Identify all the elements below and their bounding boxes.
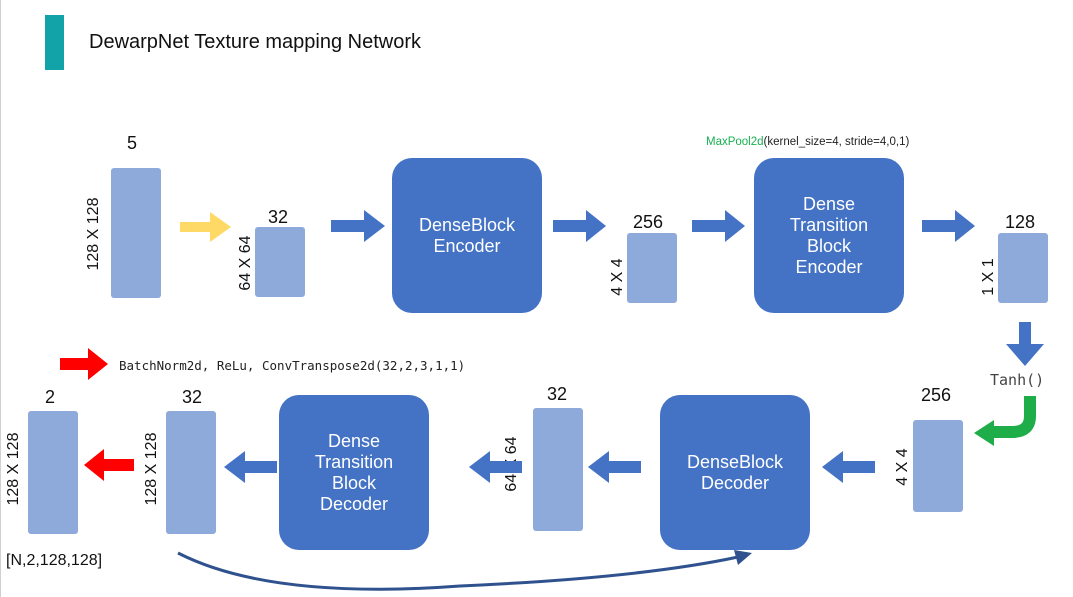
skip-connection-head <box>734 550 752 565</box>
arrow-to-t5 <box>588 451 641 483</box>
t2-channels: 256 <box>632 212 664 232</box>
denseblock-decoder: DenseBlock Decoder <box>660 395 810 550</box>
red-arrow-to-output <box>84 449 134 481</box>
t6-tensor <box>166 411 216 534</box>
maxpool-name: MaxPool2d <box>706 136 764 148</box>
t4-tensor <box>913 420 963 512</box>
title-accent-bar <box>45 15 64 70</box>
t5-channels: 32 <box>546 384 568 404</box>
legend-text: BatchNorm2d, ReLu, ConvTranspose2d(32,2,… <box>119 358 466 373</box>
dense-transition-block-encoder: Dense Transition Block Encoder <box>754 158 904 313</box>
t2-tensor <box>627 233 677 303</box>
denseblock-encoder: DenseBlock Encoder <box>392 158 542 313</box>
maxpool-annotation: MaxPool2d(kernel_size=4, stride=4,0,1) <box>706 136 909 148</box>
arrow-to-transition-decoder <box>469 451 522 483</box>
skip-connection-arrow <box>177 551 739 591</box>
t4-channels: 256 <box>920 385 952 405</box>
tanh-label: Tanh() <box>990 371 1045 389</box>
t3-tensor <box>998 233 1048 303</box>
maxpool-args: (kernel_size=4, stride=4,0,1) <box>763 136 910 148</box>
output-channels: 2 <box>44 387 55 407</box>
t1-channels: 32 <box>267 207 289 227</box>
t1-tensor <box>255 227 305 297</box>
t5-tensor <box>533 408 583 531</box>
down-arrow <box>1006 322 1044 366</box>
dense-transition-block-decoder: Dense Transition Block Decoder <box>279 395 429 550</box>
arrow-to-t3 <box>922 210 975 242</box>
t3-channels: 128 <box>1004 212 1036 232</box>
arrow-to-t6 <box>224 451 277 483</box>
page-title: DewarpNet Texture mapping Network <box>89 31 422 53</box>
input-tensor <box>111 168 161 298</box>
arrow-to-denseblock-decoder <box>822 451 875 483</box>
green-arrow-head <box>974 420 994 446</box>
legend-red-arrow <box>60 348 108 380</box>
left-edge-rule <box>0 0 1 597</box>
output-shape-label: [N,2,128,128] <box>6 552 103 569</box>
arrow-to-t2 <box>553 210 606 242</box>
t6-channels: 32 <box>181 387 203 407</box>
output-tensor <box>28 411 78 534</box>
green-curved-arrow <box>994 396 1036 438</box>
input-channels: 5 <box>126 133 137 153</box>
arrow-to-denseblock-encoder <box>331 210 385 242</box>
yellow-arrow <box>180 212 231 242</box>
arrow-to-transition-encoder <box>692 210 745 242</box>
